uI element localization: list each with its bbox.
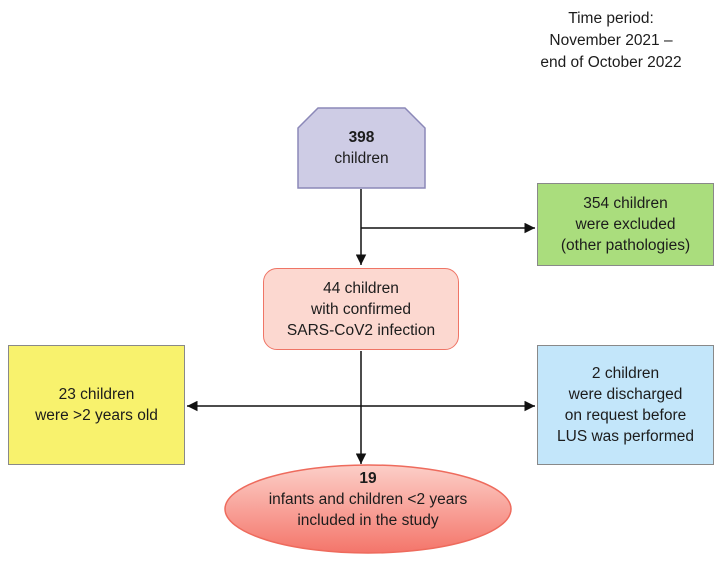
included-node: 19 infants and children <2 years include… xyxy=(224,468,512,556)
included-node-line: infants and children <2 years xyxy=(268,491,468,508)
excluded-node-line: (other pathologies) xyxy=(560,237,691,254)
discharged-node: 2 children were discharged on request be… xyxy=(537,345,714,465)
confirmed-node: 44 children with confirmed SARS-CoV2 inf… xyxy=(263,268,459,350)
excluded-node-line: 354 children xyxy=(583,195,668,212)
included-node-value: 19 xyxy=(359,470,377,487)
discharged-node-line: 2 children xyxy=(591,365,660,382)
included-node-shape xyxy=(224,464,512,554)
discharged-node-line: on request before xyxy=(564,407,687,424)
total-node-label: children xyxy=(334,150,389,167)
included-node-line: included in the study xyxy=(297,512,439,529)
older-node-line: were >2 years old xyxy=(35,407,158,424)
time-period-line: Time period: xyxy=(568,10,654,27)
total-node-value: 398 xyxy=(348,129,375,146)
confirmed-node-line: SARS-CoV2 infection xyxy=(286,321,436,339)
excluded-node-line: were excluded xyxy=(575,216,676,233)
older-node-line: 23 children xyxy=(58,386,135,403)
confirmed-node-line: with confirmed xyxy=(311,300,411,318)
time-period-line: November 2021 – xyxy=(549,32,673,49)
older-node: 23 children were >2 years old xyxy=(8,345,185,465)
time-period-note: Time period: November 2021 – end of Octo… xyxy=(498,8,724,74)
discharged-node-line: LUS was performed xyxy=(557,428,694,445)
discharged-node-line: were discharged xyxy=(568,386,683,403)
excluded-node: 354 children were excluded (other pathol… xyxy=(537,183,714,266)
total-node: 398 children xyxy=(298,108,425,188)
confirmed-node-line: 44 children xyxy=(323,279,399,297)
total-node-shape xyxy=(297,107,426,189)
time-period-line: end of October 2022 xyxy=(540,54,682,71)
